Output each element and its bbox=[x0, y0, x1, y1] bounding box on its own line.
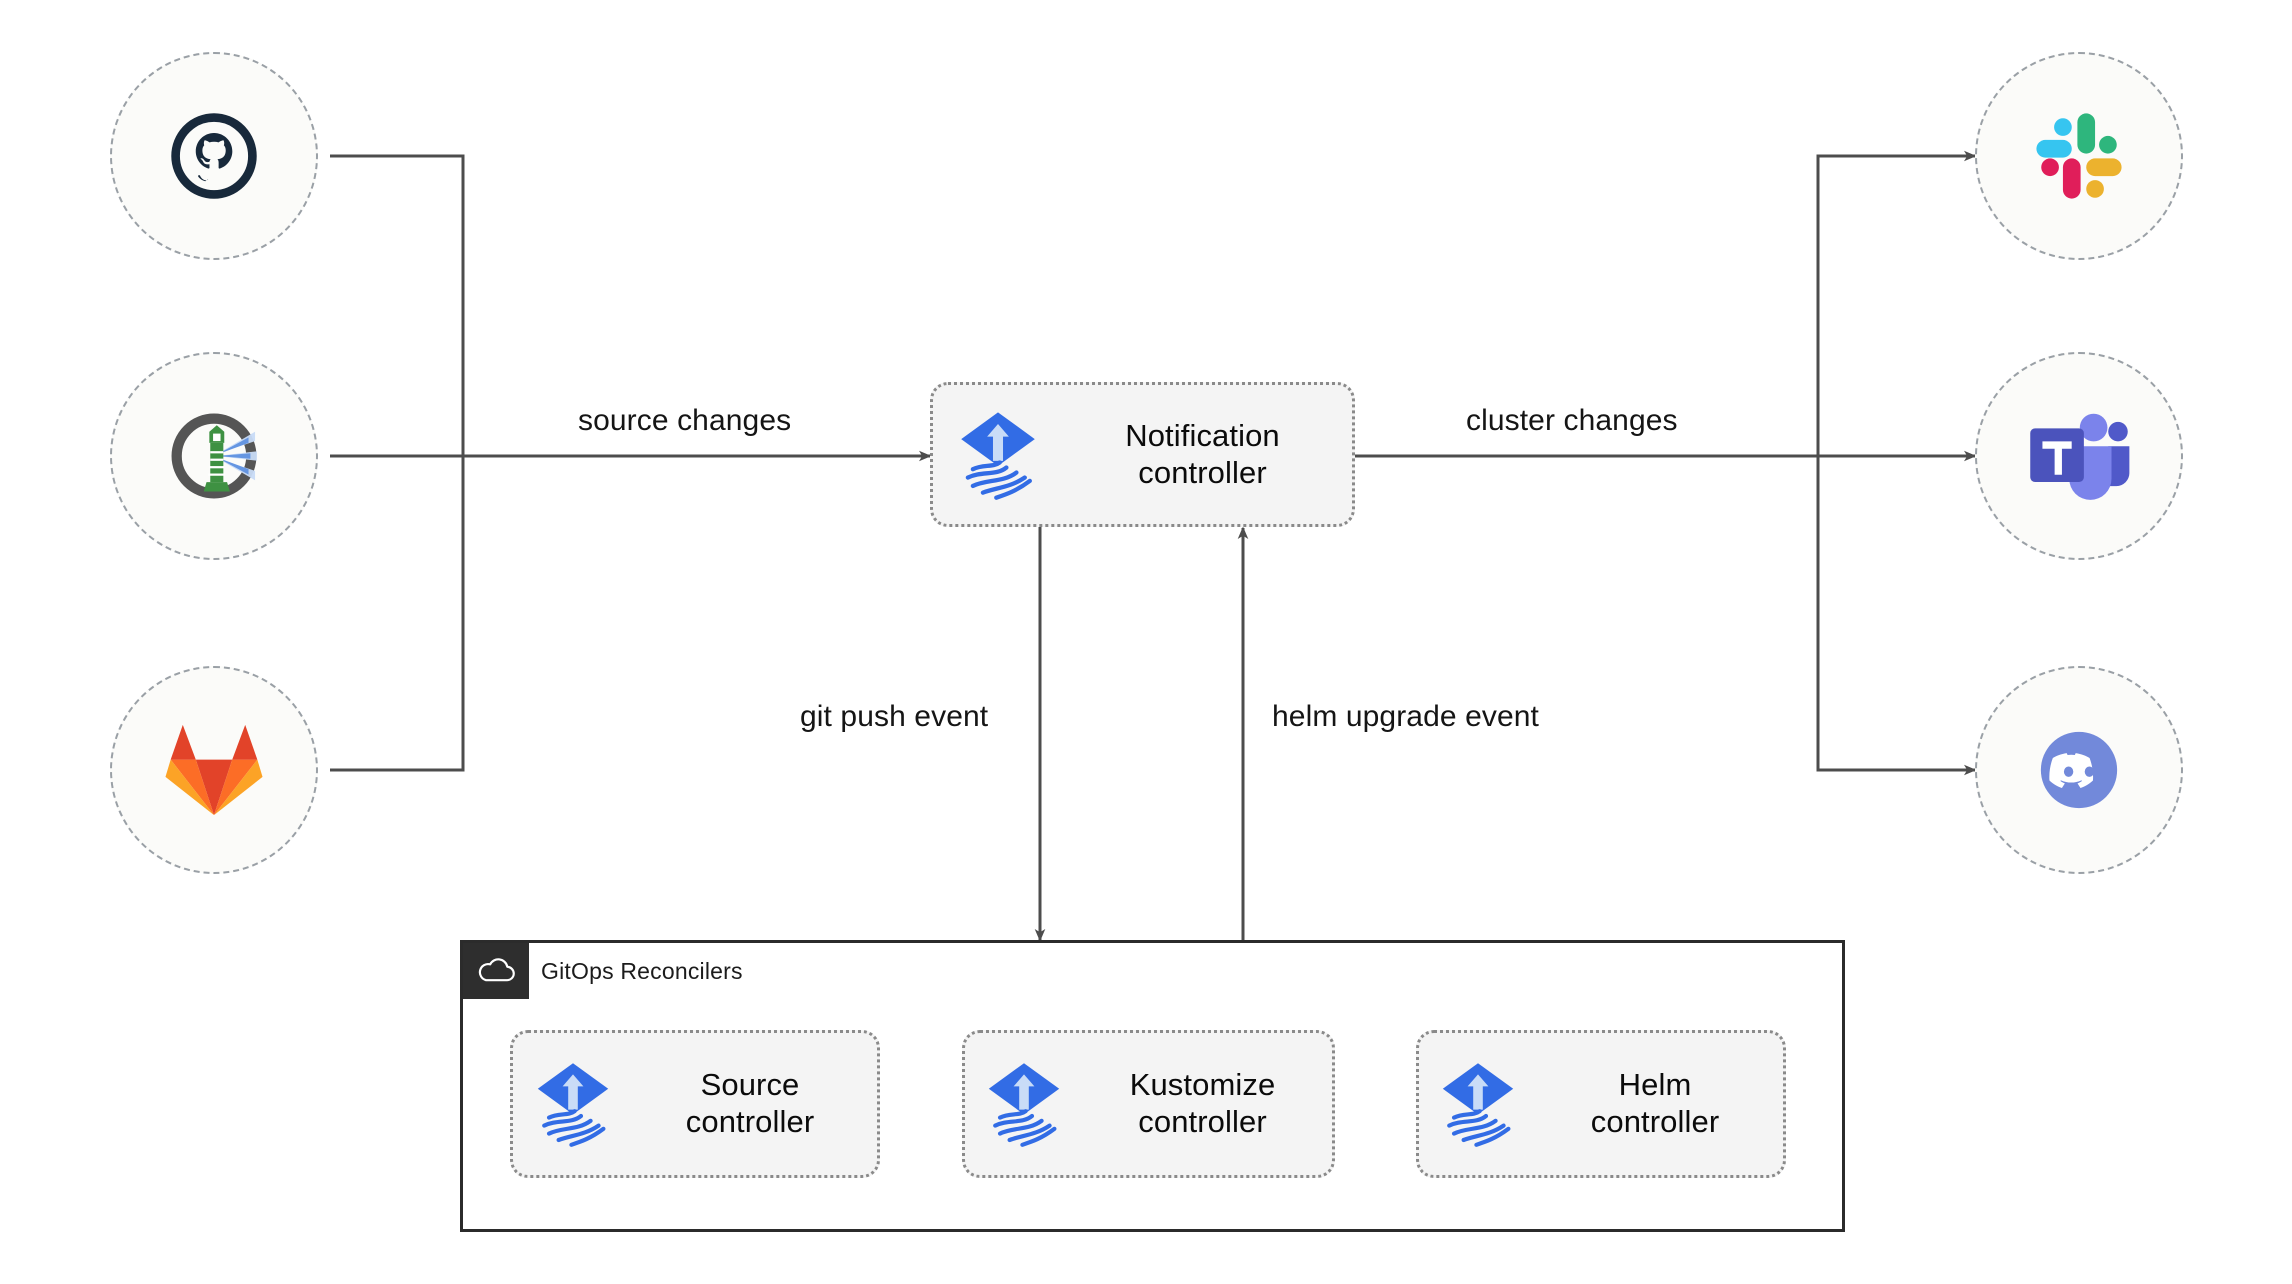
source-node-flux[interactable] bbox=[110, 352, 318, 560]
edge-label-helm-upgrade-event: helm upgrade event bbox=[1272, 700, 1539, 733]
flux-logo-icon bbox=[933, 409, 1063, 501]
source-controller-line1: Source bbox=[700, 1067, 800, 1103]
edge-label-git-push-event: git push event bbox=[800, 700, 989, 733]
source-node-gitlab[interactable] bbox=[110, 666, 318, 874]
source-controller-label: Source controller bbox=[633, 1067, 877, 1140]
edge-label-source-changes: source changes bbox=[578, 404, 792, 437]
helm-controller-label: Helm controller bbox=[1537, 1067, 1783, 1140]
flux-lighthouse-icon bbox=[158, 400, 270, 512]
destination-node-discord[interactable] bbox=[1975, 666, 2183, 874]
edge-github-to-trunk bbox=[330, 154, 465, 456]
github-icon bbox=[166, 108, 262, 204]
cloud-icon bbox=[463, 943, 529, 999]
kustomize-controller-line2: controller bbox=[1138, 1104, 1267, 1139]
flux-logo-icon bbox=[965, 1060, 1083, 1148]
gitops-reconcilers-title: GitOps Reconcilers bbox=[541, 957, 743, 984]
helm-controller-line1: Helm bbox=[1618, 1067, 1692, 1103]
notification-controller-line1: Notification bbox=[1125, 417, 1280, 453]
notification-controller-line2: controller bbox=[1138, 454, 1267, 490]
edge-trunk-to-slack bbox=[1816, 150, 1977, 456]
slack-icon bbox=[2030, 107, 2128, 205]
microsoft-teams-icon bbox=[2027, 408, 2131, 504]
destination-node-slack[interactable] bbox=[1975, 52, 2183, 260]
notification-controller-label: Notification controller bbox=[1063, 418, 1352, 491]
gitlab-icon bbox=[162, 720, 266, 820]
helm-controller-box[interactable]: Helm controller bbox=[1416, 1030, 1786, 1178]
kustomize-controller-label: Kustomize controller bbox=[1083, 1067, 1332, 1140]
flux-logo-icon bbox=[513, 1060, 633, 1148]
kustomize-controller-line1: Kustomize bbox=[1129, 1067, 1276, 1103]
edge-trunk-to-discord bbox=[1816, 456, 1977, 776]
discord-icon bbox=[2027, 718, 2131, 822]
source-controller-line2: controller bbox=[685, 1104, 815, 1139]
source-node-github[interactable] bbox=[110, 52, 318, 260]
destination-node-teams[interactable] bbox=[1975, 352, 2183, 560]
notification-controller-box[interactable]: Notification controller bbox=[930, 382, 1355, 527]
edge-label-cluster-changes: cluster changes bbox=[1466, 404, 1678, 437]
flux-logo-icon bbox=[1419, 1060, 1537, 1148]
helm-controller-line2: controller bbox=[1590, 1104, 1720, 1139]
kustomize-controller-box[interactable]: Kustomize controller bbox=[962, 1030, 1335, 1178]
edge-gitlab-to-trunk bbox=[330, 456, 465, 772]
source-controller-box[interactable]: Source controller bbox=[510, 1030, 880, 1178]
